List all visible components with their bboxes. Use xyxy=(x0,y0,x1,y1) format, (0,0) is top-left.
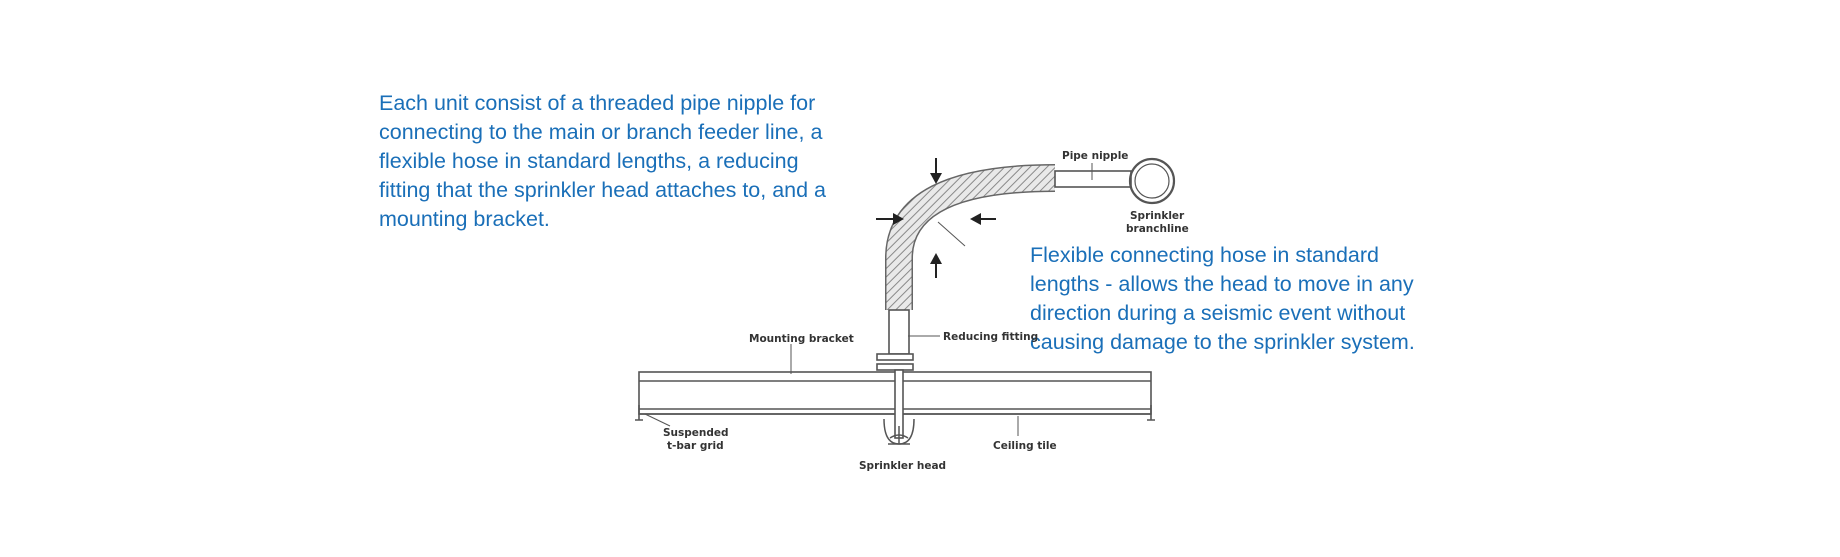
mounting-bracket-label: Mounting bracket xyxy=(749,333,854,345)
sprinkler-branchline-label: Sprinkler xyxy=(1130,210,1185,222)
suspended-grid-label: t-bar grid xyxy=(667,440,724,452)
description-text-right: Flexible connecting hose in standard len… xyxy=(1030,241,1530,357)
note-line: Each unit consist of a threaded pipe nip… xyxy=(379,91,816,115)
grid-end-right xyxy=(1147,405,1155,421)
note-line: Flexible connecting hose in standard xyxy=(1030,243,1379,267)
suspended-grid-label: Suspended xyxy=(663,427,729,439)
flexible-hose xyxy=(885,164,1056,310)
note-line: lengths - allows the head to move in any xyxy=(1030,272,1414,296)
note-line: fitting that the sprinkler head attaches… xyxy=(379,178,827,202)
sprinkler-branchline-label: branchline xyxy=(1126,223,1189,235)
grid-end-left xyxy=(635,405,643,421)
reducing-fitting xyxy=(876,309,914,439)
note-line: mounting bracket. xyxy=(379,207,550,231)
note-line: connecting to the main or branch feeder … xyxy=(379,120,823,144)
pipe-nipple xyxy=(1054,157,1176,205)
leader-lines xyxy=(644,163,1093,436)
sprinkler-head-label: Sprinkler head xyxy=(859,460,946,472)
note-line: causing damage to the sprinkler system. xyxy=(1030,330,1415,354)
description-text-left: Each unit consist of a threaded pipe nip… xyxy=(379,89,919,234)
reducing-fitting-label: Reducing fitting xyxy=(943,331,1038,343)
sprinkler-head xyxy=(883,418,915,445)
sprinkler-branchline-pipe xyxy=(1128,157,1176,205)
pipe-nipple-label: Pipe nipple xyxy=(1062,150,1128,162)
ceiling-tile-label: Ceiling tile xyxy=(993,440,1057,452)
note-line: flexible hose in standard lengths, a red… xyxy=(379,149,799,173)
seismic-arrows xyxy=(876,158,996,278)
note-line: direction during a seismic event without xyxy=(1030,301,1406,325)
